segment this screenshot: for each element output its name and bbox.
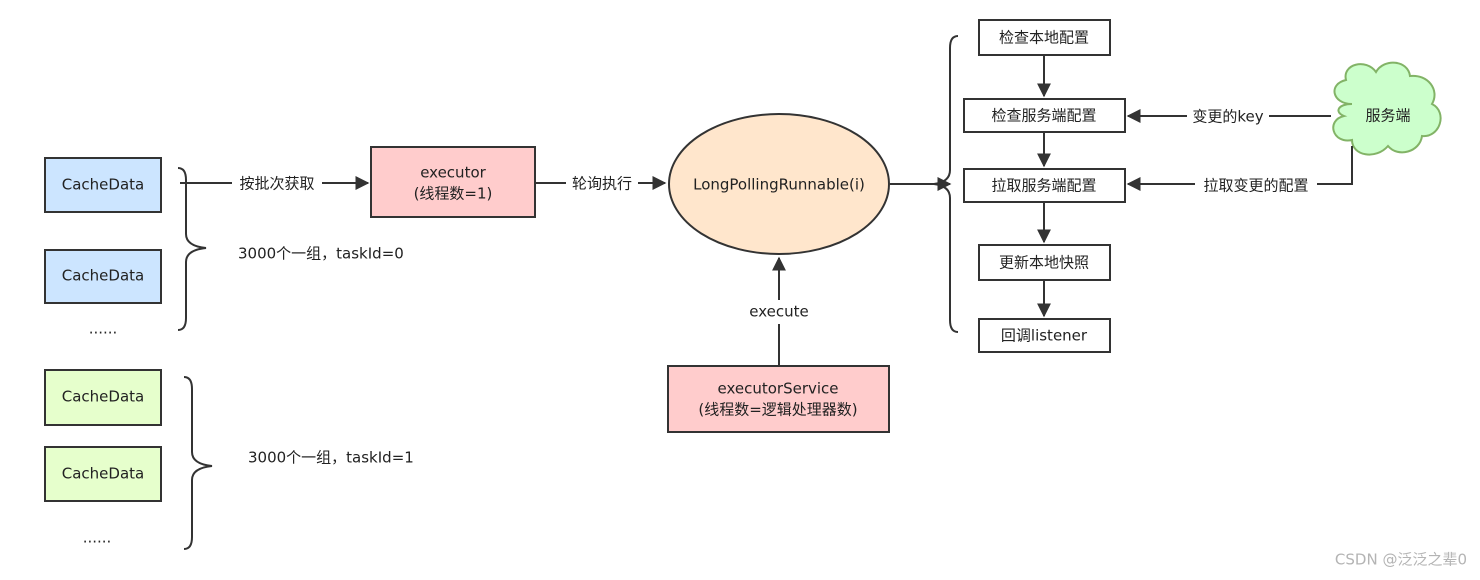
edge-changed-key: 变更的key xyxy=(1126,105,1331,127)
edge-batch-fetch: 按批次获取 xyxy=(180,172,370,194)
step-label: 检查服务端配置 xyxy=(991,107,1096,125)
group-caption: 3000个一组，taskId=0 xyxy=(238,245,404,263)
edge-label: 变更的key xyxy=(1192,108,1263,126)
cache-data-label: CacheData xyxy=(62,267,144,285)
edge-execute: execute xyxy=(746,256,812,365)
executor-title: executor xyxy=(420,164,486,182)
executor-node: executor (线程数=1) xyxy=(370,146,536,218)
step-callback[interactable] xyxy=(978,318,1111,353)
step-label: 拉取服务端配置 xyxy=(991,177,1096,195)
executor-service-box[interactable] xyxy=(667,365,890,433)
watermark-text: CSDN @泛泛之辈0 xyxy=(1335,551,1467,569)
server-node: 服务端 xyxy=(1332,61,1442,156)
server-label: 服务端 xyxy=(1365,107,1410,125)
cache-group-1: CacheData CacheData ...... 3000个一组，taskI… xyxy=(44,369,414,550)
step-label: 检查本地配置 xyxy=(999,29,1089,47)
runnable-node: LongPollingRunnable(i) xyxy=(668,113,890,255)
executor-subtitle: (线程数=1) xyxy=(414,185,493,203)
step-label: 更新本地快照 xyxy=(999,254,1089,272)
step-pull-server[interactable] xyxy=(963,168,1126,203)
server-cloud[interactable] xyxy=(1332,61,1442,156)
cache-data-node[interactable] xyxy=(44,369,162,426)
cache-data-node[interactable] xyxy=(44,249,162,304)
edge-label: 拉取变更的配置 xyxy=(1203,177,1308,195)
edge-label: execute xyxy=(749,303,808,321)
cache-group-0: CacheData CacheData ...... 3000个一组，taskI… xyxy=(44,157,404,338)
cache-data-node[interactable] xyxy=(44,446,162,502)
ellipsis-more: ...... xyxy=(89,320,118,338)
ellipsis-more: ...... xyxy=(83,529,112,547)
cache-data-label: CacheData xyxy=(62,388,144,406)
brace-group-1 xyxy=(183,376,213,550)
runnable-label: LongPollingRunnable(i) xyxy=(693,176,865,194)
step-update-snapshot[interactable] xyxy=(978,244,1111,281)
cache-data-node[interactable] xyxy=(44,157,162,213)
executor-box[interactable] xyxy=(370,146,536,218)
runnable-ellipse[interactable] xyxy=(668,113,890,255)
edge-label: 轮询执行 xyxy=(572,175,632,193)
edge-label: 按批次获取 xyxy=(239,175,314,193)
steps-column: 检查本地配置 检查服务端配置 拉取服务端配置 更新本地快照 回调listener xyxy=(963,19,1126,353)
step-check-local[interactable] xyxy=(978,19,1111,56)
edge-pull-changed: 拉取变更的配置 xyxy=(1126,146,1353,196)
cache-data-label: CacheData xyxy=(62,465,144,483)
executor-service-node: executorService (线程数=逻辑处理器数) xyxy=(667,365,890,433)
executor-service-title: executorService xyxy=(717,380,838,398)
executor-service-subtitle: (线程数=逻辑处理器数) xyxy=(698,401,857,419)
step-check-server[interactable] xyxy=(963,98,1126,133)
cache-data-label: CacheData xyxy=(62,176,144,194)
step-label: 回调listener xyxy=(1001,327,1088,345)
brace-steps xyxy=(933,35,959,333)
edge-poll-exec: 轮询执行 xyxy=(536,172,667,194)
group-caption: 3000个一组，taskId=1 xyxy=(248,449,414,467)
brace-group-0 xyxy=(177,167,207,331)
